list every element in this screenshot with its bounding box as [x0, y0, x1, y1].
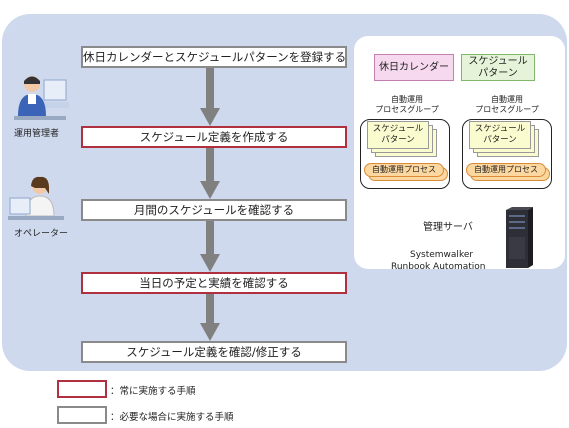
step-register-calendar: 休日カレンダーとスケジュールパターンを登録する: [81, 46, 347, 68]
server-label: 管理サーバ: [423, 222, 473, 233]
admin-person-icon: [14, 76, 69, 120]
admin-role-label: 運用管理者: [14, 129, 60, 139]
operator-role-label: オペレーター: [14, 229, 69, 239]
step-modify-schedule: スケジュール定義を確認/修正する: [81, 341, 347, 363]
step-check-monthly: 月間のスケジュールを確認する: [81, 199, 347, 221]
legend-optional-label: ：必要な場合に実施する手順: [110, 412, 234, 423]
pattern-card-right: スケジュール パターン: [469, 121, 531, 149]
operator-person-icon: [8, 176, 64, 220]
legend-gray-box: [57, 406, 107, 424]
server-tower-icon: [506, 207, 533, 268]
legend-red-box: [57, 380, 107, 398]
step-create-schedule: スケジュール定義を作成する: [81, 126, 347, 148]
process-right: 自動運用プロセス: [466, 163, 546, 177]
legend-always-label: ：常に実施する手順: [110, 386, 196, 397]
holiday-calendar-box: 休日カレンダー: [374, 54, 454, 81]
flow-arrow-4: [200, 294, 220, 341]
flow-arrow-3: [200, 221, 220, 272]
pattern-card-left: スケジュール パターン: [367, 121, 429, 149]
flow-arrow-2: [200, 148, 220, 199]
group-label-right: 自動運用 プロセスグループ: [475, 95, 539, 114]
process-left: 自動運用プロセス: [364, 163, 444, 177]
product-name-line2: Runbook Automation: [391, 262, 486, 272]
schedule-pattern-box: スケジュール パターン: [461, 54, 535, 81]
product-name-line1: Systemwalker: [410, 250, 474, 260]
step-check-daily: 当日の予定と実績を確認する: [81, 272, 347, 294]
group-label-left: 自動運用 プロセスグループ: [375, 95, 439, 114]
flow-arrow-1: [200, 68, 220, 126]
